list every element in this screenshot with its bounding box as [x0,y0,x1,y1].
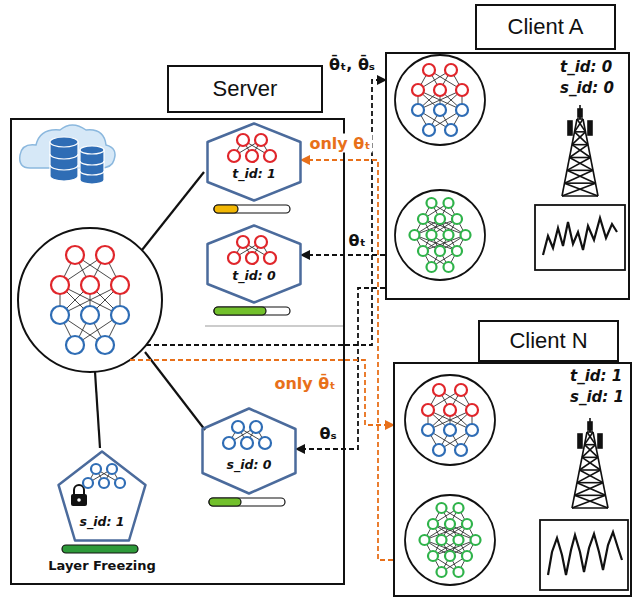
parameter-label: θ̄ₜ, θ̄ₛ [327,55,377,74]
parameter-label: only θₜ [307,134,372,153]
lock-icon [71,485,87,506]
dashed-stub [130,359,345,361]
parameter-label: θₛ [317,424,338,443]
parameter-label: θₜ [346,231,367,250]
signal-plots [535,205,628,590]
client-id-tag: t_id: 1 [570,367,622,385]
divider-line [205,326,345,327]
shape-label: s_id: 1 [57,514,147,529]
dashed-arrow [302,160,393,560]
network-icon [228,134,276,162]
cell-tower-icon [572,418,608,508]
client-id-tag: t_id: 0 [560,58,612,76]
dashed-arrow [345,80,385,345]
frozen-body-pentagon: s_id: 1Layer Freezing [57,450,147,542]
panel-heading: Server [167,65,323,113]
panel-heading: Client N [478,320,619,362]
shape-outline [201,407,297,495]
dashed-arrow [345,360,393,425]
shape-label: t_id: 1 [206,166,302,181]
parameter-label: only θ̄ₜ [272,374,337,393]
panel-heading: Client A [475,4,616,50]
shape-outline [206,122,302,202]
network-icon [422,384,478,456]
shape-outline [206,224,302,304]
client-id-tag: s_id: 0 [560,79,614,97]
shared-body-hexagon: s_id: 0 [201,407,297,495]
caption-text: Layer Freezing [48,558,156,573]
dashed-stub [146,344,345,346]
server-panel: Servert_id: 1t_id: 0s_id: 0s_id: 1Layer … [10,118,345,585]
network-icon [410,198,471,272]
network-icon [223,421,271,449]
network-icon [420,503,481,577]
shape-label: s_id: 0 [201,457,297,472]
cell-tower-icon [562,105,598,196]
network-icon [228,236,276,264]
task-head-hexagon: t_id: 0 [206,224,302,304]
shape-label: t_id: 0 [206,268,302,283]
progress-bars [62,205,290,553]
network-icon [412,64,468,136]
task-head-hexagon: t_id: 1 [206,122,302,202]
tree-lines [95,172,205,448]
network-icon [51,246,129,354]
global-model-circle [18,228,162,372]
client-id-tag: s_id: 1 [570,388,624,406]
database-icon [50,137,104,184]
network-icon [83,464,125,488]
